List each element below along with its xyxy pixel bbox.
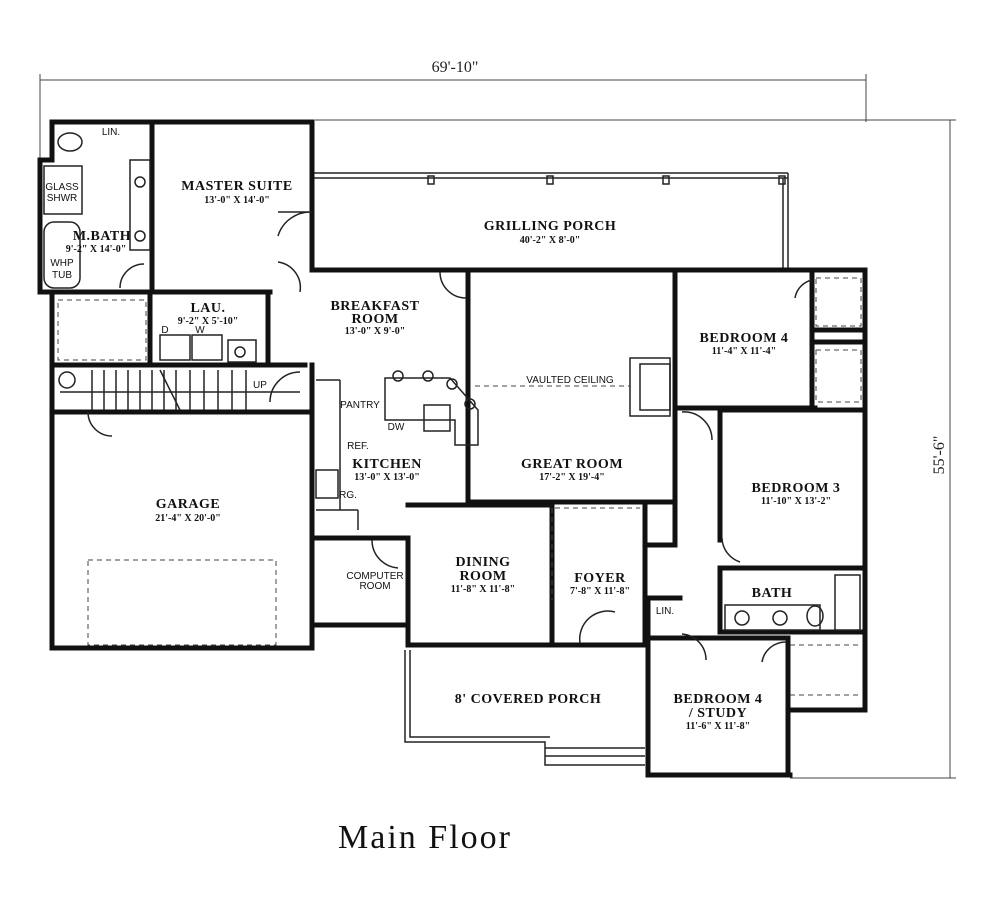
covered-porch (404, 650, 645, 766)
room-bedroom-3: BEDROOM 3 11'-10" X 13'-2" (752, 481, 841, 507)
glass-label: GLASS (45, 182, 79, 193)
rg-label: RG. (339, 490, 357, 501)
breakfast-name-1: BREAKFAST (330, 299, 419, 314)
breakfast-size: 13'-0" X 9'-0" (345, 326, 406, 337)
master-suite-size: 13'-0" X 14'-0" (204, 195, 270, 206)
room-breakfast: BREAKFAST ROOM 13'-0" X 9'-0" (330, 299, 419, 337)
grilling-porch-size: 40'-2" X 8'-0" (520, 235, 581, 246)
lin-top-label: LIN. (102, 127, 120, 138)
dining-name-1: DINING (455, 555, 510, 570)
garage-size: 21'-4" X 20'-0" (155, 513, 221, 524)
dining-name-2: ROOM (459, 569, 506, 584)
room-dining: DINING ROOM 11'-8" X 11'-8" (451, 555, 515, 595)
bedroom-4-top-name: BEDROOM 4 (700, 331, 789, 346)
fireplace (475, 357, 671, 417)
foyer-size: 7'-8" X 11'-8" (570, 586, 630, 597)
tub-label: TUB (52, 270, 72, 281)
room-bedroom-4-study: BEDROOM 4 / STUDY 11'-6" X 11'-8" (674, 692, 763, 732)
grilling-porch-name: GRILLING PORCH (484, 219, 617, 234)
kitchen-size: 13'-0" X 13'-0" (354, 472, 420, 483)
depth-dimension-label: 55'-6" (931, 436, 948, 475)
room-bedroom-4-top: BEDROOM 4 11'-4" X 11'-4" (700, 331, 789, 357)
room-foyer: FOYER 7'-8" X 11'-8" (570, 571, 630, 597)
bedroom-4-study-size: 11'-6" X 11'-8" (686, 721, 750, 732)
vaulted-ceiling-label: VAULTED CEILING (526, 375, 614, 386)
dw-label: DW (388, 422, 405, 433)
bedroom-4-top-size: 11'-4" X 11'-4" (712, 346, 776, 357)
bedroom-4-study-name-1: BEDROOM 4 (674, 692, 763, 707)
breakfast-name-2: ROOM (351, 312, 398, 327)
closets (57, 277, 862, 696)
room-kitchen: KITCHEN 13'-0" X 13'-0" (352, 457, 422, 483)
room-covered-porch: 8' COVERED PORCH (455, 692, 601, 707)
m-bath-name: M.BATH (73, 229, 131, 244)
bedroom-3-size: 11'-10" X 13'-2" (761, 496, 831, 507)
master-suite-name: MASTER SUITE (181, 179, 292, 194)
lin-hall-label: LIN. (656, 606, 674, 617)
garage-door (87, 559, 277, 646)
fixture-labels: LIN. GLASS SHWR WHP TUB D W UP PANTRY DW… (45, 127, 674, 617)
great-room-name: GREAT ROOM (521, 457, 623, 472)
kitchen-name: KITCHEN (352, 457, 422, 472)
room-great-room: GREAT ROOM 17'-2" X 19'-4" (521, 457, 623, 483)
bath-name: BATH (752, 586, 793, 601)
whp-label: WHP (50, 258, 74, 269)
ref-label: REF. (347, 441, 369, 452)
bedroom-4-study-name-2: / STUDY (688, 706, 747, 721)
room-bath: BATH (752, 586, 793, 601)
foyer-name: FOYER (574, 571, 626, 586)
lau-name: LAU. (190, 301, 225, 316)
covered-porch-name: 8' COVERED PORCH (455, 692, 601, 707)
stairs (58, 369, 300, 411)
lau-size: 9'-2" X 5'-10" (178, 316, 239, 327)
doors (87, 211, 813, 663)
width-dimension-label: 69'-10" (432, 59, 479, 76)
pantry-label: PANTRY (340, 400, 380, 411)
room-grilling-porch: GRILLING PORCH 40'-2" X 8'-0" (484, 219, 617, 246)
walls (37, 119, 868, 778)
room-master-suite: MASTER SUITE 13'-0" X 14'-0" (181, 179, 292, 206)
d-label: D (161, 325, 168, 336)
grilling-porch (314, 172, 789, 270)
shwr-label: SHWR (47, 193, 78, 204)
computer-room-name-1: COMPUTER (346, 571, 403, 582)
dining-size: 11'-8" X 11'-8" (451, 584, 515, 595)
master-bath-fixtures (43, 132, 257, 363)
w-label: W (195, 325, 205, 336)
bath-fixtures (724, 574, 861, 631)
up-label: UP (253, 380, 267, 391)
room-m-bath: M.BATH 9'-2" X 14'-0" (66, 229, 131, 255)
floor-title: Main Floor (338, 819, 512, 856)
bedroom-3-name: BEDROOM 3 (752, 481, 841, 496)
room-computer: COMPUTER ROOM (346, 571, 403, 592)
garage-name: GARAGE (156, 497, 220, 512)
computer-room-name-2: ROOM (359, 581, 390, 592)
depth-dimension: 55'-6" (315, 119, 956, 779)
great-room-size: 17'-2" X 19'-4" (539, 472, 605, 483)
width-dimension: 69'-10" (39, 59, 867, 170)
room-garage: GARAGE 21'-4" X 20'-0" (155, 497, 221, 524)
room-lau: LAU. 9'-2" X 5'-10" (178, 301, 239, 327)
m-bath-size: 9'-2" X 14'-0" (66, 244, 127, 255)
kitchen-island (315, 370, 479, 530)
